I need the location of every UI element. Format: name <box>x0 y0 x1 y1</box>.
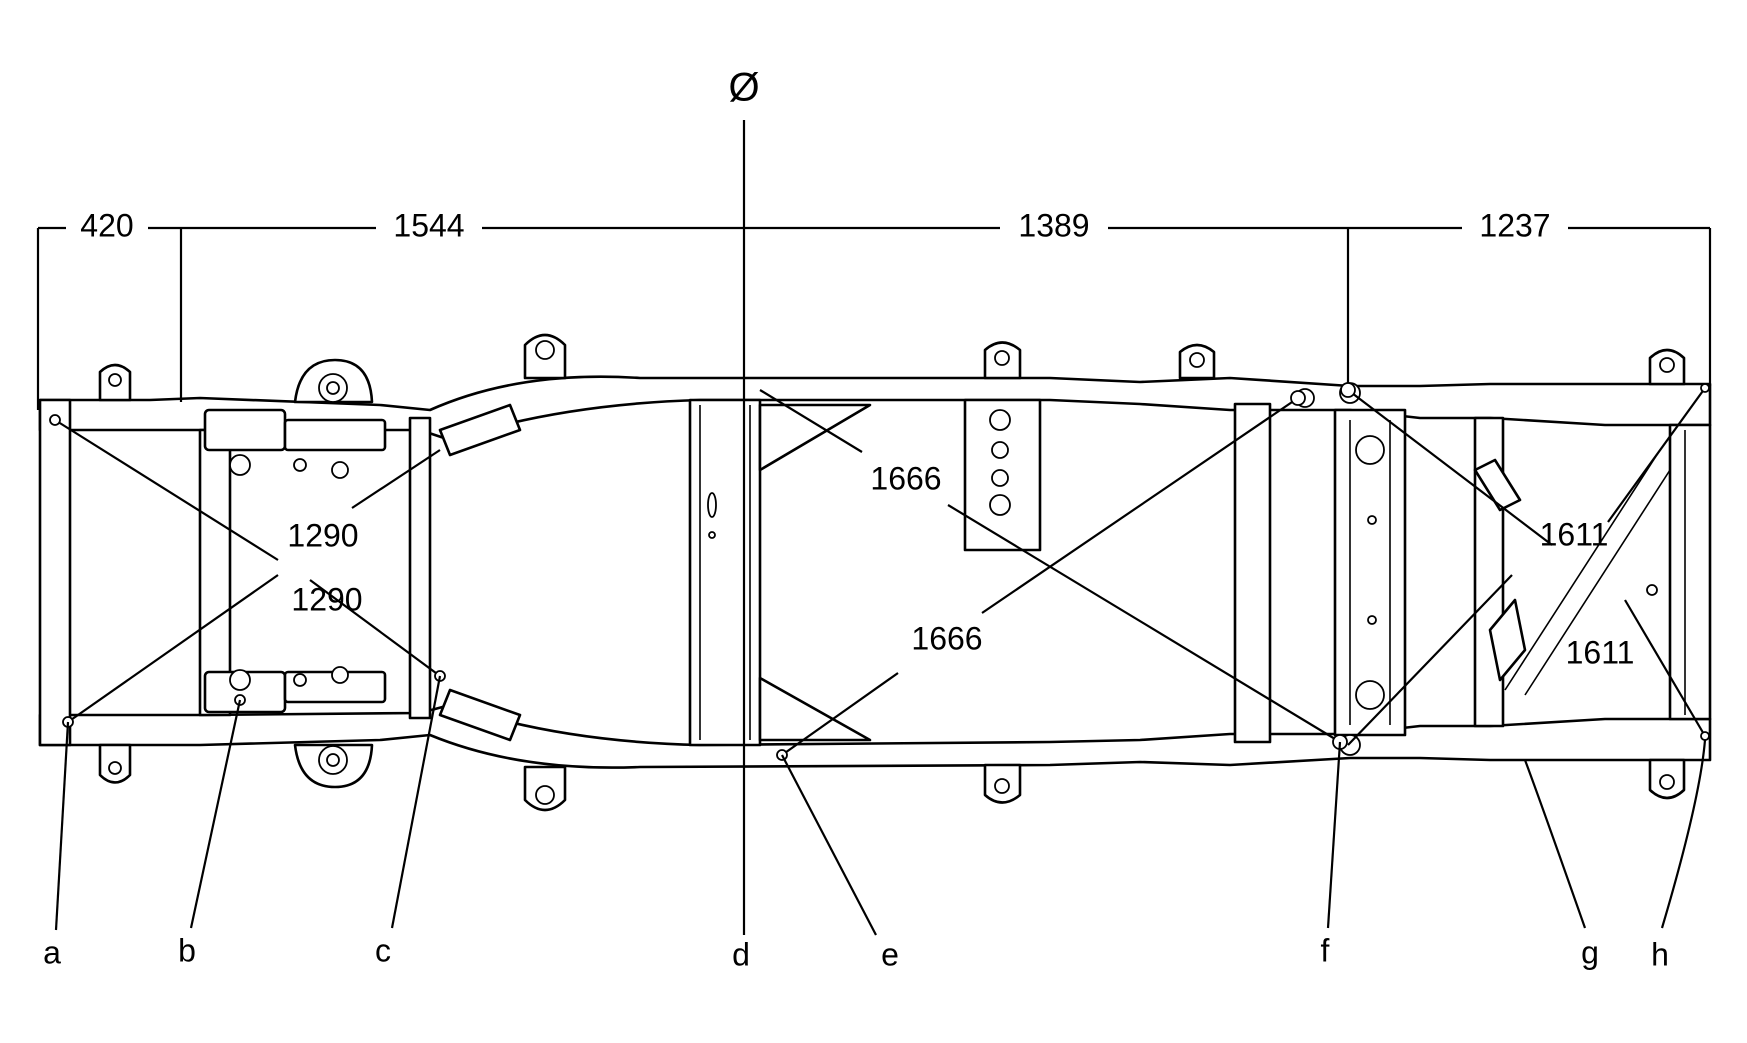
diagonal-front-lower: 1290 <box>291 581 362 617</box>
point-label-f: f <box>1321 932 1330 968</box>
point-label-h: h <box>1651 936 1669 972</box>
front-spring-pocket-lower <box>293 743 374 789</box>
diagonal-rear-lower: 1611 <box>1566 634 1635 670</box>
diagonal-rear-upper: 1611 <box>1540 516 1609 552</box>
diagonal-mid-lower: 1666 <box>911 620 982 656</box>
point-label-g: g <box>1581 934 1599 970</box>
engine-crossmember <box>408 416 432 720</box>
point-leader-lines <box>54 675 1707 936</box>
point-label-d: d <box>732 936 750 972</box>
diagonal-front-upper: 1290 <box>287 517 358 553</box>
point-label-b: b <box>178 932 196 968</box>
dimension-420: 420 <box>80 207 133 243</box>
point-label-a: a <box>43 934 61 970</box>
front-crossmember <box>38 398 72 747</box>
diagonal-measurements: 1290 1290 1666 1666 1611 1611 <box>54 387 1706 756</box>
vehicle-frame-drawing <box>38 333 1712 812</box>
mid-crossmember <box>1233 402 1272 744</box>
diagonal-mid-upper: 1666 <box>870 460 941 496</box>
point-label-e: e <box>881 936 899 972</box>
point-labels: a b c d e f g h <box>43 932 1669 972</box>
front-suspension-crossmember <box>198 428 232 717</box>
rear-end-crossmember <box>1668 423 1712 721</box>
front-spring-pocket-upper <box>293 358 374 404</box>
dimension-1237: 1237 <box>1479 207 1550 243</box>
dimension-1544: 1544 <box>393 207 464 243</box>
dimension-1389: 1389 <box>1018 207 1089 243</box>
transmission-crossmember <box>688 398 762 747</box>
datum-label: Ø <box>728 66 759 110</box>
body-mount-brackets-upper <box>98 333 1686 402</box>
top-dimension-chain: 420 1544 1389 1237 <box>36 207 1712 410</box>
lower-frame-rail <box>38 703 1712 769</box>
point-label-c: c <box>375 932 391 968</box>
body-mount-brackets-lower <box>98 743 1686 812</box>
